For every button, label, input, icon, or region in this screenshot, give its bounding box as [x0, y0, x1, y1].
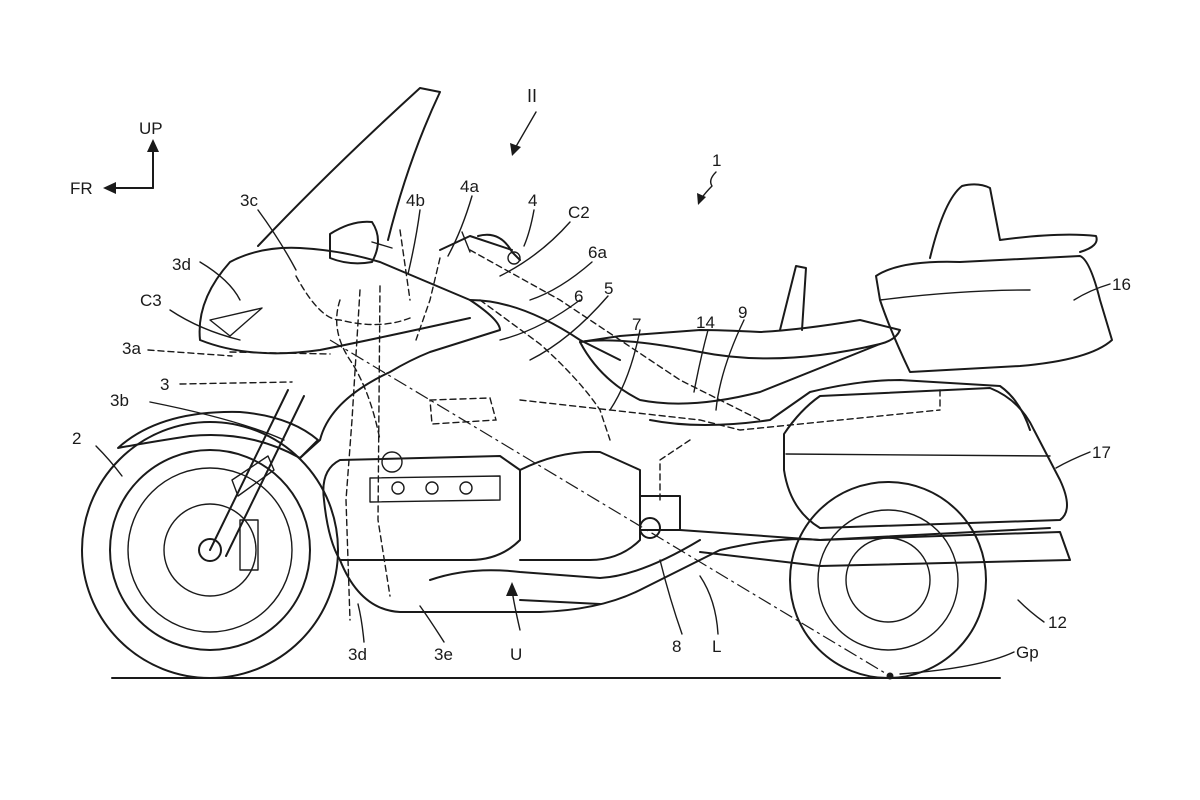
label-l: L [712, 637, 721, 656]
label-6: 6 [574, 287, 583, 306]
hidden-3e [377, 285, 391, 597]
label-3d-upper: 3d [172, 255, 191, 274]
label-4: 4 [528, 191, 537, 210]
ground-point [886, 672, 894, 680]
label-3b: 3b [110, 391, 129, 410]
hidden-7 [659, 439, 691, 501]
lower-frame [339, 527, 1051, 613]
hidden-bracket [429, 397, 497, 425]
hidden-frame-6 [479, 299, 611, 441]
leader-lines [95, 195, 1111, 675]
label-6a: 6a [588, 243, 607, 262]
label-16: 16 [1112, 275, 1131, 294]
fork-guard [231, 455, 275, 497]
top-case [875, 255, 1113, 373]
windscreen [257, 87, 441, 247]
handlebar-grip [461, 231, 471, 253]
label-gp: Gp [1016, 643, 1039, 662]
swingarm [679, 529, 1071, 567]
label-5: 5 [604, 279, 613, 298]
arrow-1 [699, 171, 717, 201]
label-8: 8 [672, 637, 681, 656]
handlebar-end [507, 251, 521, 265]
label-4a: 4a [460, 177, 479, 196]
up-arrow-head [147, 139, 159, 152]
cylinder-head [369, 475, 501, 503]
label-u: U [510, 645, 522, 664]
exhaust [429, 539, 701, 605]
side-case [783, 387, 1068, 529]
figure-arrow-head [510, 143, 521, 156]
label-14: 14 [696, 313, 715, 332]
arrow-1-head [697, 193, 706, 205]
label-3: 3 [160, 375, 169, 394]
label-7: 7 [632, 315, 641, 334]
pivot [639, 517, 661, 539]
seat [579, 319, 901, 405]
front-fender [117, 410, 319, 459]
side-case-seam [785, 453, 1051, 457]
label-1: 1 [712, 151, 721, 170]
figure-number: II [527, 86, 537, 106]
engine-mount [381, 451, 403, 473]
tank [469, 299, 881, 361]
engine-block [322, 455, 521, 561]
hidden-frame-main [469, 249, 761, 421]
hidden-4a [415, 257, 441, 341]
hidden-wiring [335, 299, 381, 441]
label-3d-lower: 3d [348, 645, 367, 664]
transmission [519, 450, 641, 561]
direction-arrows [103, 139, 159, 194]
rear-wheel [789, 481, 987, 679]
label-17: 17 [1092, 443, 1111, 462]
label-c2: C2 [568, 203, 590, 222]
mirror-stem [371, 241, 393, 249]
up-label: UP [139, 119, 163, 138]
label-c3: C3 [140, 291, 162, 310]
cowl-vent [209, 307, 263, 337]
label-9: 9 [738, 303, 747, 322]
line-l [329, 339, 891, 677]
label-3e: 3e [434, 645, 453, 664]
hidden-4b [399, 229, 411, 301]
hidden-3a [229, 351, 331, 355]
label-4b: 4b [406, 191, 425, 210]
front-label: FR [70, 179, 93, 198]
label-3a: 3a [122, 339, 141, 358]
mirror [329, 220, 379, 265]
front-wheel [81, 421, 339, 679]
label-12: 12 [1048, 613, 1067, 632]
top-case-backrest [929, 183, 1098, 259]
figure-arrow [513, 111, 537, 151]
top-case-seam [879, 289, 1031, 301]
rear-body [649, 379, 1031, 431]
hidden-3d [345, 289, 361, 621]
hidden-3c [295, 275, 411, 326]
passenger-backrest [779, 265, 807, 331]
label-2: 2 [72, 429, 81, 448]
front-arrow-head [103, 182, 116, 194]
label-3c: 3c [240, 191, 258, 210]
